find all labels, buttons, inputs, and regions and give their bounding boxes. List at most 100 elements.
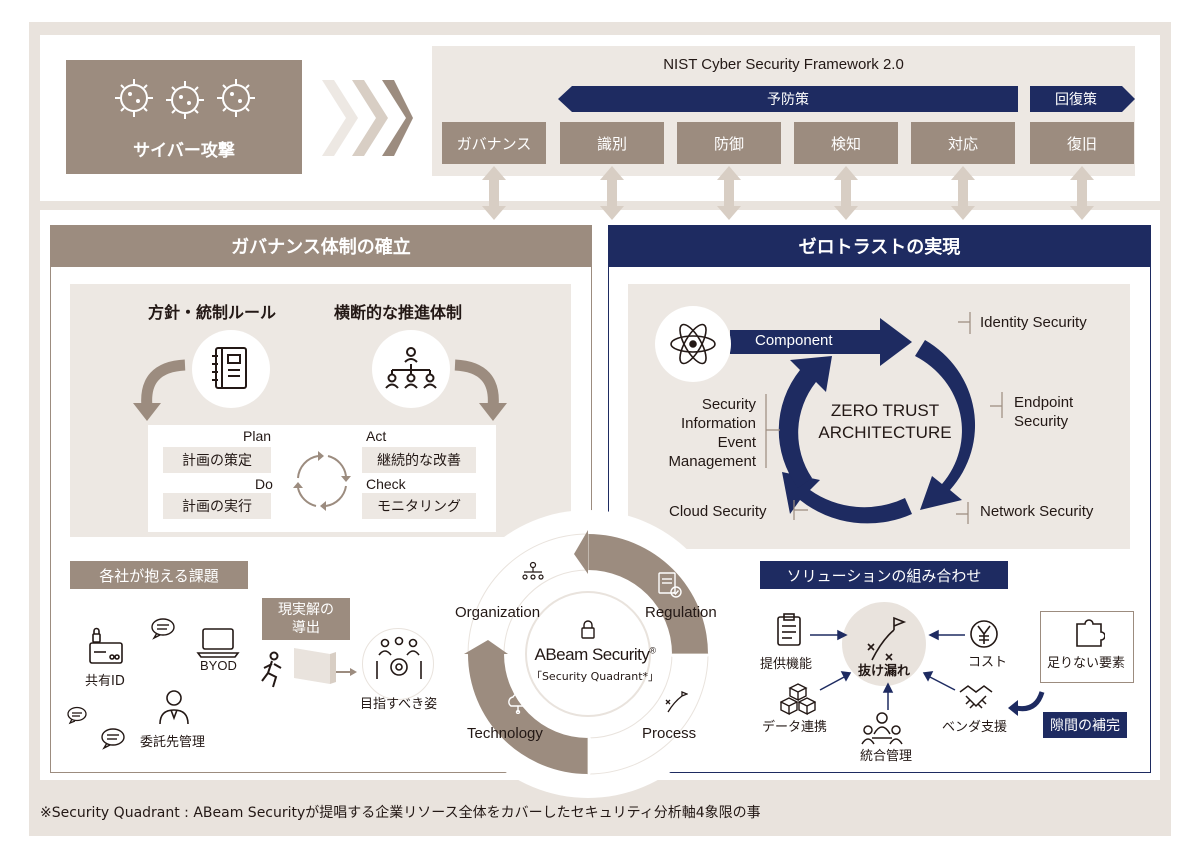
team-gear-icon: [376, 636, 422, 679]
technology-label: Technology: [467, 725, 543, 742]
runner-wall-icon: [261, 648, 357, 688]
cloud-security: Cloud Security: [669, 503, 767, 520]
regulation-label: Regulation: [645, 604, 717, 621]
function-respond: 対応: [911, 122, 1015, 164]
endpoint-security: Endpoint Security: [1014, 394, 1074, 430]
integrated-mgmt-label: 統合管理: [860, 749, 913, 764]
recover-label: 回復策: [1055, 92, 1097, 108]
gap-fill-tag: 隙間の補完: [1043, 712, 1127, 738]
byod-label: BYOD: [200, 658, 237, 673]
zerotrust-cycle: [730, 318, 976, 524]
zt-center-line1: ZERO TRUST: [830, 401, 940, 420]
org-chart-icon: [385, 347, 437, 389]
reg-mark: ®: [649, 645, 656, 656]
function-governance: ガバナンス: [442, 122, 546, 164]
chat-icon: [67, 706, 87, 725]
pdca-plan: Plan: [243, 428, 272, 444]
contractor-label: 委託先管理: [140, 735, 206, 750]
zt-connector-lines: [956, 312, 1003, 524]
businessman-icon: [159, 690, 189, 725]
cloud-icon: [508, 693, 530, 714]
shared-id-circle: [78, 623, 136, 681]
clipboard-icon: [777, 613, 801, 646]
notebook-icon: [212, 347, 247, 389]
abeam-brand-text: ABeam Security: [534, 645, 650, 664]
chat-bubble-2: [62, 700, 92, 730]
pdca-act: Act: [366, 428, 387, 444]
virus-icon: [115, 79, 255, 119]
process-icon: [665, 691, 688, 713]
cubes-icon: [780, 683, 816, 716]
strategy-icon: [867, 616, 907, 661]
pdca-check: Check: [366, 476, 406, 492]
curved-arrow-right: [454, 359, 507, 421]
component-label: Component: [755, 332, 833, 349]
double-arrows: [482, 166, 1094, 220]
chat-icon: [151, 618, 175, 640]
byod-circle: [188, 615, 248, 675]
pdca-do-label: 計画の実行: [163, 493, 271, 519]
handshake-icon: [959, 685, 993, 709]
identity-security: Identity Security: [980, 314, 1087, 331]
puzzle-icon: [1076, 619, 1105, 647]
function-identify: 識別: [560, 122, 664, 164]
quadrant-ring: [464, 530, 712, 778]
chat-bubble-1: [145, 610, 181, 646]
org-people-icon: [522, 561, 544, 580]
organization-label: Organization: [455, 604, 541, 621]
quadrant-subtitle: 「Security Quadrant*」: [530, 670, 660, 683]
governance-header: ガバナンス体制の確立: [50, 225, 592, 267]
recover-arrow: [1030, 86, 1135, 112]
footnote: ※Security Quadrant : ABeam Securityが提唱する…: [40, 805, 761, 821]
shared-id-label: 共有ID: [85, 674, 125, 689]
process-label: Process: [642, 725, 697, 742]
cycle-icon: [293, 451, 351, 511]
prevent-arrow: [558, 86, 1018, 112]
cyber-attack-box: サイバー攻撃: [66, 60, 302, 174]
pdca-do: Do: [255, 476, 273, 492]
curved-arrow-navy: [1008, 691, 1045, 716]
structure-circle: [372, 330, 450, 408]
contractor-circle: [143, 682, 205, 744]
abeam-brand: ABeam Security®: [530, 645, 660, 665]
meeting-icon: [861, 712, 903, 745]
solution-title: ソリューションの組み合わせ: [760, 561, 1008, 589]
laptop-icon: [196, 628, 240, 658]
pdca-check-label: モニタリング: [362, 493, 476, 519]
cost-label: コスト: [968, 655, 1008, 670]
chat-icon: [101, 728, 125, 750]
siem: Security Information Event Management: [668, 396, 756, 470]
id-card-icon: [89, 627, 123, 664]
zt-connector-lines-left: [765, 394, 808, 520]
structure-title: 横断的な推進体制: [334, 303, 463, 322]
missing-label: 足りない要素: [1047, 656, 1126, 671]
policy-circle: [192, 330, 270, 408]
atom-icon: [670, 323, 716, 365]
pdca-act-label: 継続的な改善: [362, 447, 476, 473]
zerotrust-header: ゼロトラストの実現: [608, 225, 1151, 267]
provided-function-label: 提供機能: [760, 657, 813, 672]
curved-arrow-left: [133, 359, 186, 421]
nist-title: NIST Cyber Security Framework 2.0: [663, 56, 904, 73]
goal-circle: [362, 628, 434, 700]
atom-circle: [655, 306, 731, 382]
vendor-support-label: ベンダ支援: [942, 720, 1008, 735]
chevron-arrows-icon: [322, 80, 413, 156]
function-protect: 防御: [677, 122, 781, 164]
cyber-attack-label: サイバー攻撃: [133, 141, 235, 161]
function-recover: 復旧: [1030, 122, 1134, 164]
missing-box: 足りない要素: [1040, 611, 1134, 683]
data-link-label: データ連携: [762, 720, 828, 735]
zt-center-line2: ARCHITECTURE: [818, 423, 952, 442]
derive-label: 現実解の 導出: [262, 598, 350, 640]
document-check-icon: [658, 572, 682, 598]
prevent-label: 予防策: [767, 92, 809, 108]
pdca-plan-label: 計画の策定: [163, 447, 271, 473]
lock-icon: [581, 620, 595, 639]
function-detect: 検知: [794, 122, 898, 164]
solution-arrows: [810, 629, 965, 710]
issues-title: 各社が抱える課題: [70, 561, 248, 589]
network-security: Network Security: [980, 503, 1094, 520]
goal-label: 目指すべき姿: [360, 697, 438, 712]
gap-label: 抜け漏れ: [858, 664, 911, 679]
